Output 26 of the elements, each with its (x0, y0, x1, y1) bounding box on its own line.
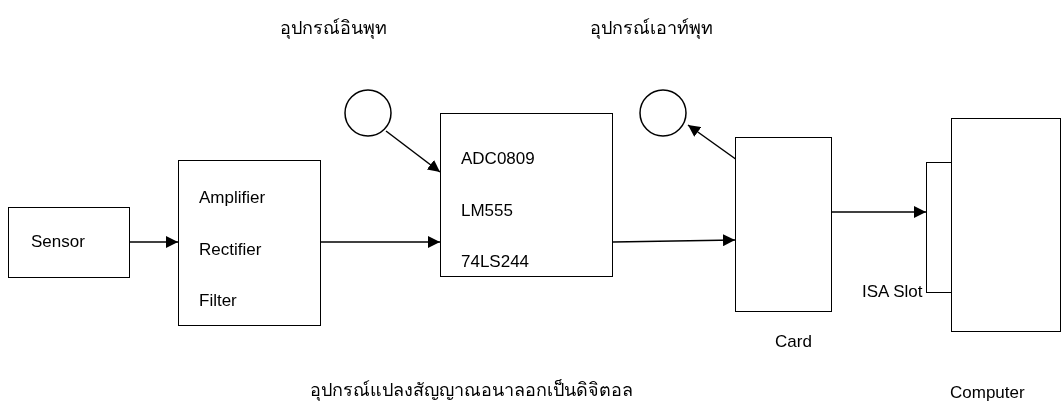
node-caption: อุปกรณ์เอาท์พุท (590, 18, 713, 38)
box-label: Filter (199, 291, 237, 311)
computer-box (951, 118, 1061, 332)
card-box (735, 137, 832, 312)
device-circle (639, 89, 687, 137)
box-label: Amplifier (199, 188, 266, 208)
caption-text: อุปกรณ์แปลงสัญญาณอนาลอกเป็นดิจิตอล (310, 380, 633, 400)
arrow (320, 236, 441, 248)
box-label: 74LS244 (461, 252, 530, 272)
arrow (612, 234, 736, 247)
box-label: ADC0809 (461, 149, 535, 169)
box-label: Sensor (31, 232, 85, 252)
box-label: Rectifier (199, 240, 262, 260)
process-box (8, 207, 130, 278)
arrow (831, 206, 927, 218)
slot-bar (926, 162, 952, 293)
node-caption: Computer (950, 383, 1025, 403)
arrow (385, 130, 441, 173)
node-caption: Card (775, 332, 812, 352)
process-box (178, 160, 321, 326)
arrow (129, 236, 179, 248)
node-caption: ISA Slot (862, 282, 923, 302)
node-caption: อุปกรณ์อินพุท (280, 18, 387, 38)
box-label: LM555 (461, 201, 513, 221)
process-box (440, 113, 613, 277)
device-circle (344, 89, 392, 137)
